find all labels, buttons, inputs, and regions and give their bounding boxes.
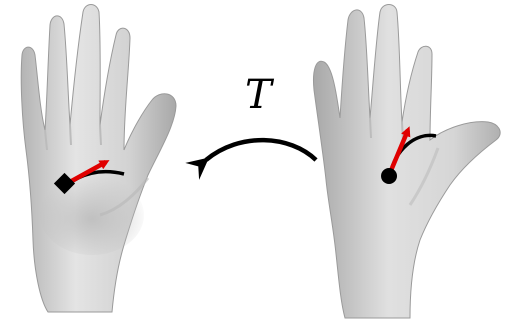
right-hand (313, 5, 500, 319)
transform-label: T (245, 72, 275, 118)
transform-arrow (206, 140, 316, 160)
right-hand-silhouette (313, 5, 500, 319)
left-hand (21, 5, 176, 313)
left-palm-shade (40, 175, 144, 255)
right-circle-marker (381, 168, 397, 184)
left-hand-silhouette (21, 5, 176, 313)
